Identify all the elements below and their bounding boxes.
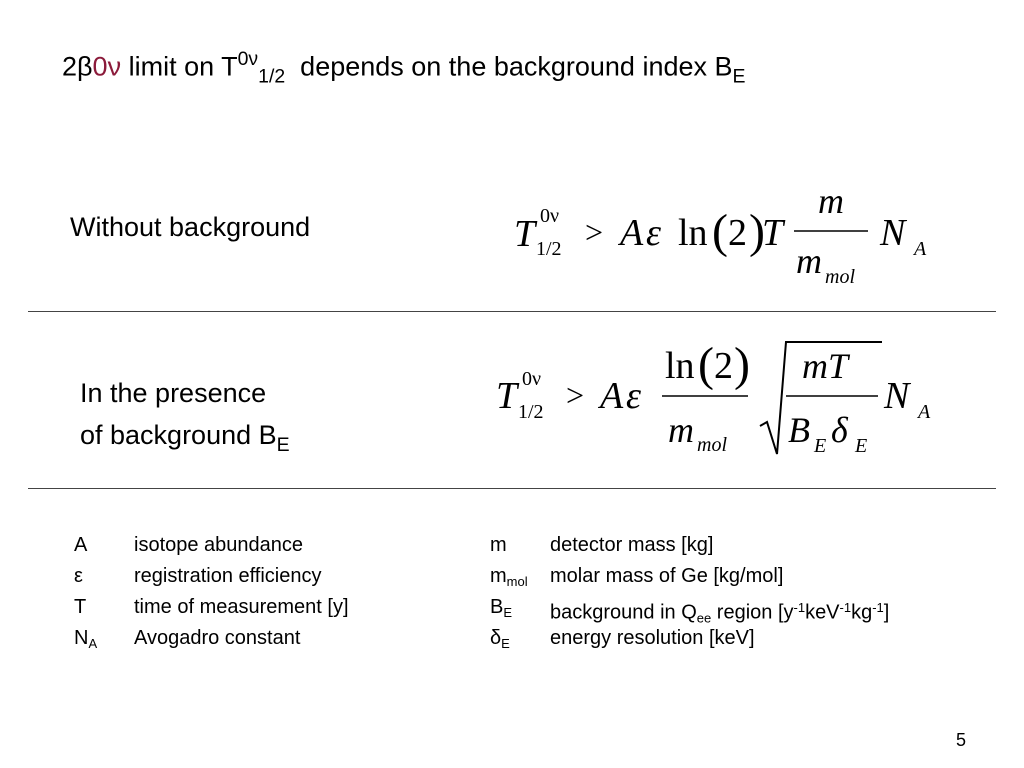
- legend-left-sym-1: ε: [74, 561, 83, 592]
- f1-N-sub: A: [912, 238, 927, 260]
- f1-ln: ln: [678, 212, 708, 254]
- legend-bg-part-c: keV: [805, 601, 840, 624]
- legend-right-sym-2-text: B: [490, 596, 504, 618]
- legend-left-sym-0: A: [74, 530, 87, 561]
- f2-den: m: [668, 410, 694, 450]
- section1-label: Without background: [70, 212, 311, 242]
- title-sub: 1/2: [258, 65, 286, 88]
- f1-num: m: [818, 181, 844, 221]
- legend-right-sym-3: δE: [490, 623, 510, 659]
- legend-left-sym-2-text: T: [74, 596, 87, 618]
- legend-right-sym-2: BE: [490, 592, 512, 628]
- f2-lparen: (: [698, 338, 714, 391]
- f2-sqrt-den-delta: δ: [831, 410, 849, 450]
- formula-without-background: T 0ν 1/2 > A ε ln ( 2 ) T m m mol N A: [514, 181, 927, 288]
- legend-right-desc-2: background in Qee region [y-1keV-1kg-1]: [550, 592, 889, 633]
- title-sup: 0ν: [237, 48, 259, 70]
- section2-label-sub: E: [276, 433, 290, 456]
- legend-bg-part-e: ]: [883, 601, 890, 624]
- f2-T: T: [496, 375, 520, 417]
- f1-eps: ε: [646, 212, 661, 254]
- legend-bg-part-c-sup: -1: [839, 600, 852, 615]
- section2-label-line1: In the presence: [80, 378, 267, 408]
- legend-bg-part-b-sup: -1: [793, 600, 806, 615]
- title-suffix: depends on the background index B: [285, 51, 733, 82]
- f1-T: T: [514, 213, 538, 255]
- f2-sup: 0ν: [522, 368, 541, 390]
- legend-right-sym-1-text: m: [490, 565, 507, 587]
- legend-left-desc-3: Avogadro constant: [134, 627, 301, 649]
- f2-sub: 1/2: [518, 401, 544, 423]
- legend-left-desc-0: isotope abundance: [134, 534, 304, 556]
- divider-1: [28, 311, 996, 312]
- f1-gt: >: [585, 214, 603, 250]
- f2-sqrt-num: mT: [802, 346, 851, 386]
- title-red-part: 0ν: [92, 51, 122, 82]
- legend-left-desc-2: time of measurement [y]: [134, 596, 349, 618]
- title-mid: limit on T: [121, 51, 238, 82]
- f2-num-ln: ln: [665, 345, 695, 387]
- legend-bg-part-d: kg: [851, 601, 873, 624]
- legend-bg-part-a-sub: ee: [696, 610, 712, 626]
- legend-left-desc-1: registration efficiency: [134, 565, 322, 587]
- title-prefix: 2β: [62, 51, 93, 82]
- f1-rparen: ): [749, 205, 765, 258]
- legend-right-sym-2-sub: E: [503, 604, 513, 620]
- f2-num-two: 2: [714, 345, 733, 387]
- symbol-legend: A isotope abundance ε registration effic…: [0, 530, 1024, 660]
- f2-eps: ε: [626, 375, 641, 417]
- section2-label-line2-text: of background B: [80, 420, 277, 450]
- f2-gt: >: [566, 377, 584, 413]
- legend-left-sym-0-text: A: [74, 534, 88, 556]
- slide-title: 2β0ν limit on T0ν1/2 depends on the back…: [62, 48, 745, 88]
- f1-A: A: [617, 212, 644, 254]
- legend-bg-part-b: region [y: [711, 601, 794, 624]
- f1-den-sub: mol: [825, 266, 855, 288]
- f2-sqrt-radical: [759, 341, 882, 455]
- legend-right-desc-3: energy resolution [keV]: [550, 627, 755, 649]
- f1-den: m: [796, 241, 822, 281]
- f1-two: 2: [728, 212, 747, 254]
- f2-N: N: [883, 375, 912, 417]
- formula-with-background: T 0ν 1/2 > A ε ln ( 2 ) m mol mT B E δ E…: [496, 338, 931, 457]
- f1-lparen: (: [712, 205, 728, 258]
- legend-left-sym-2: T: [74, 592, 86, 623]
- legend-right-sym-0-text: m: [490, 534, 507, 556]
- title-suffix-sub: E: [732, 65, 746, 88]
- f2-sqrt-den-B-sub: E: [813, 435, 826, 457]
- f1-sub: 1/2: [536, 238, 562, 260]
- f2-rparen: ): [734, 338, 750, 391]
- legend-right-sym-1-sub: mol: [506, 573, 528, 589]
- f1-Tvar: T: [762, 212, 786, 254]
- legend-left-sym-1-text: ε: [74, 565, 83, 587]
- legend-right-sym-3-sub: E: [501, 635, 510, 651]
- f2-A: A: [597, 375, 624, 417]
- f2-N-sub: A: [916, 401, 931, 423]
- legend-right-sym-0: m: [490, 530, 507, 561]
- divider-2: [28, 488, 996, 489]
- page-number: 5: [955, 730, 966, 750]
- section2-label: In the presence of background BE: [80, 372, 290, 466]
- legend-right-desc-0: detector mass [kg]: [550, 534, 714, 556]
- f1-sup: 0ν: [540, 205, 559, 227]
- legend-right-sym-1: mmol: [490, 561, 528, 597]
- legend-right-sym-3-text: δ: [490, 627, 502, 649]
- legend-bg-part-d-sup: -1: [872, 600, 884, 615]
- f1-N: N: [879, 212, 908, 254]
- f2-sqrt-den-B: B: [788, 410, 810, 450]
- legend-left-sym-3-sub: A: [88, 635, 98, 651]
- legend-left-sym-3-text: N: [74, 627, 89, 649]
- f2-den-sub: mol: [697, 434, 727, 456]
- legend-left-sym-3: NA: [74, 623, 97, 659]
- legend-right-desc-1: molar mass of Ge [kg/mol]: [550, 565, 784, 587]
- legend-bg-part-a: background in Q: [550, 601, 697, 624]
- section2-label-line2: of background BE: [80, 414, 290, 466]
- f2-sqrt-den-delta-sub: E: [854, 435, 867, 457]
